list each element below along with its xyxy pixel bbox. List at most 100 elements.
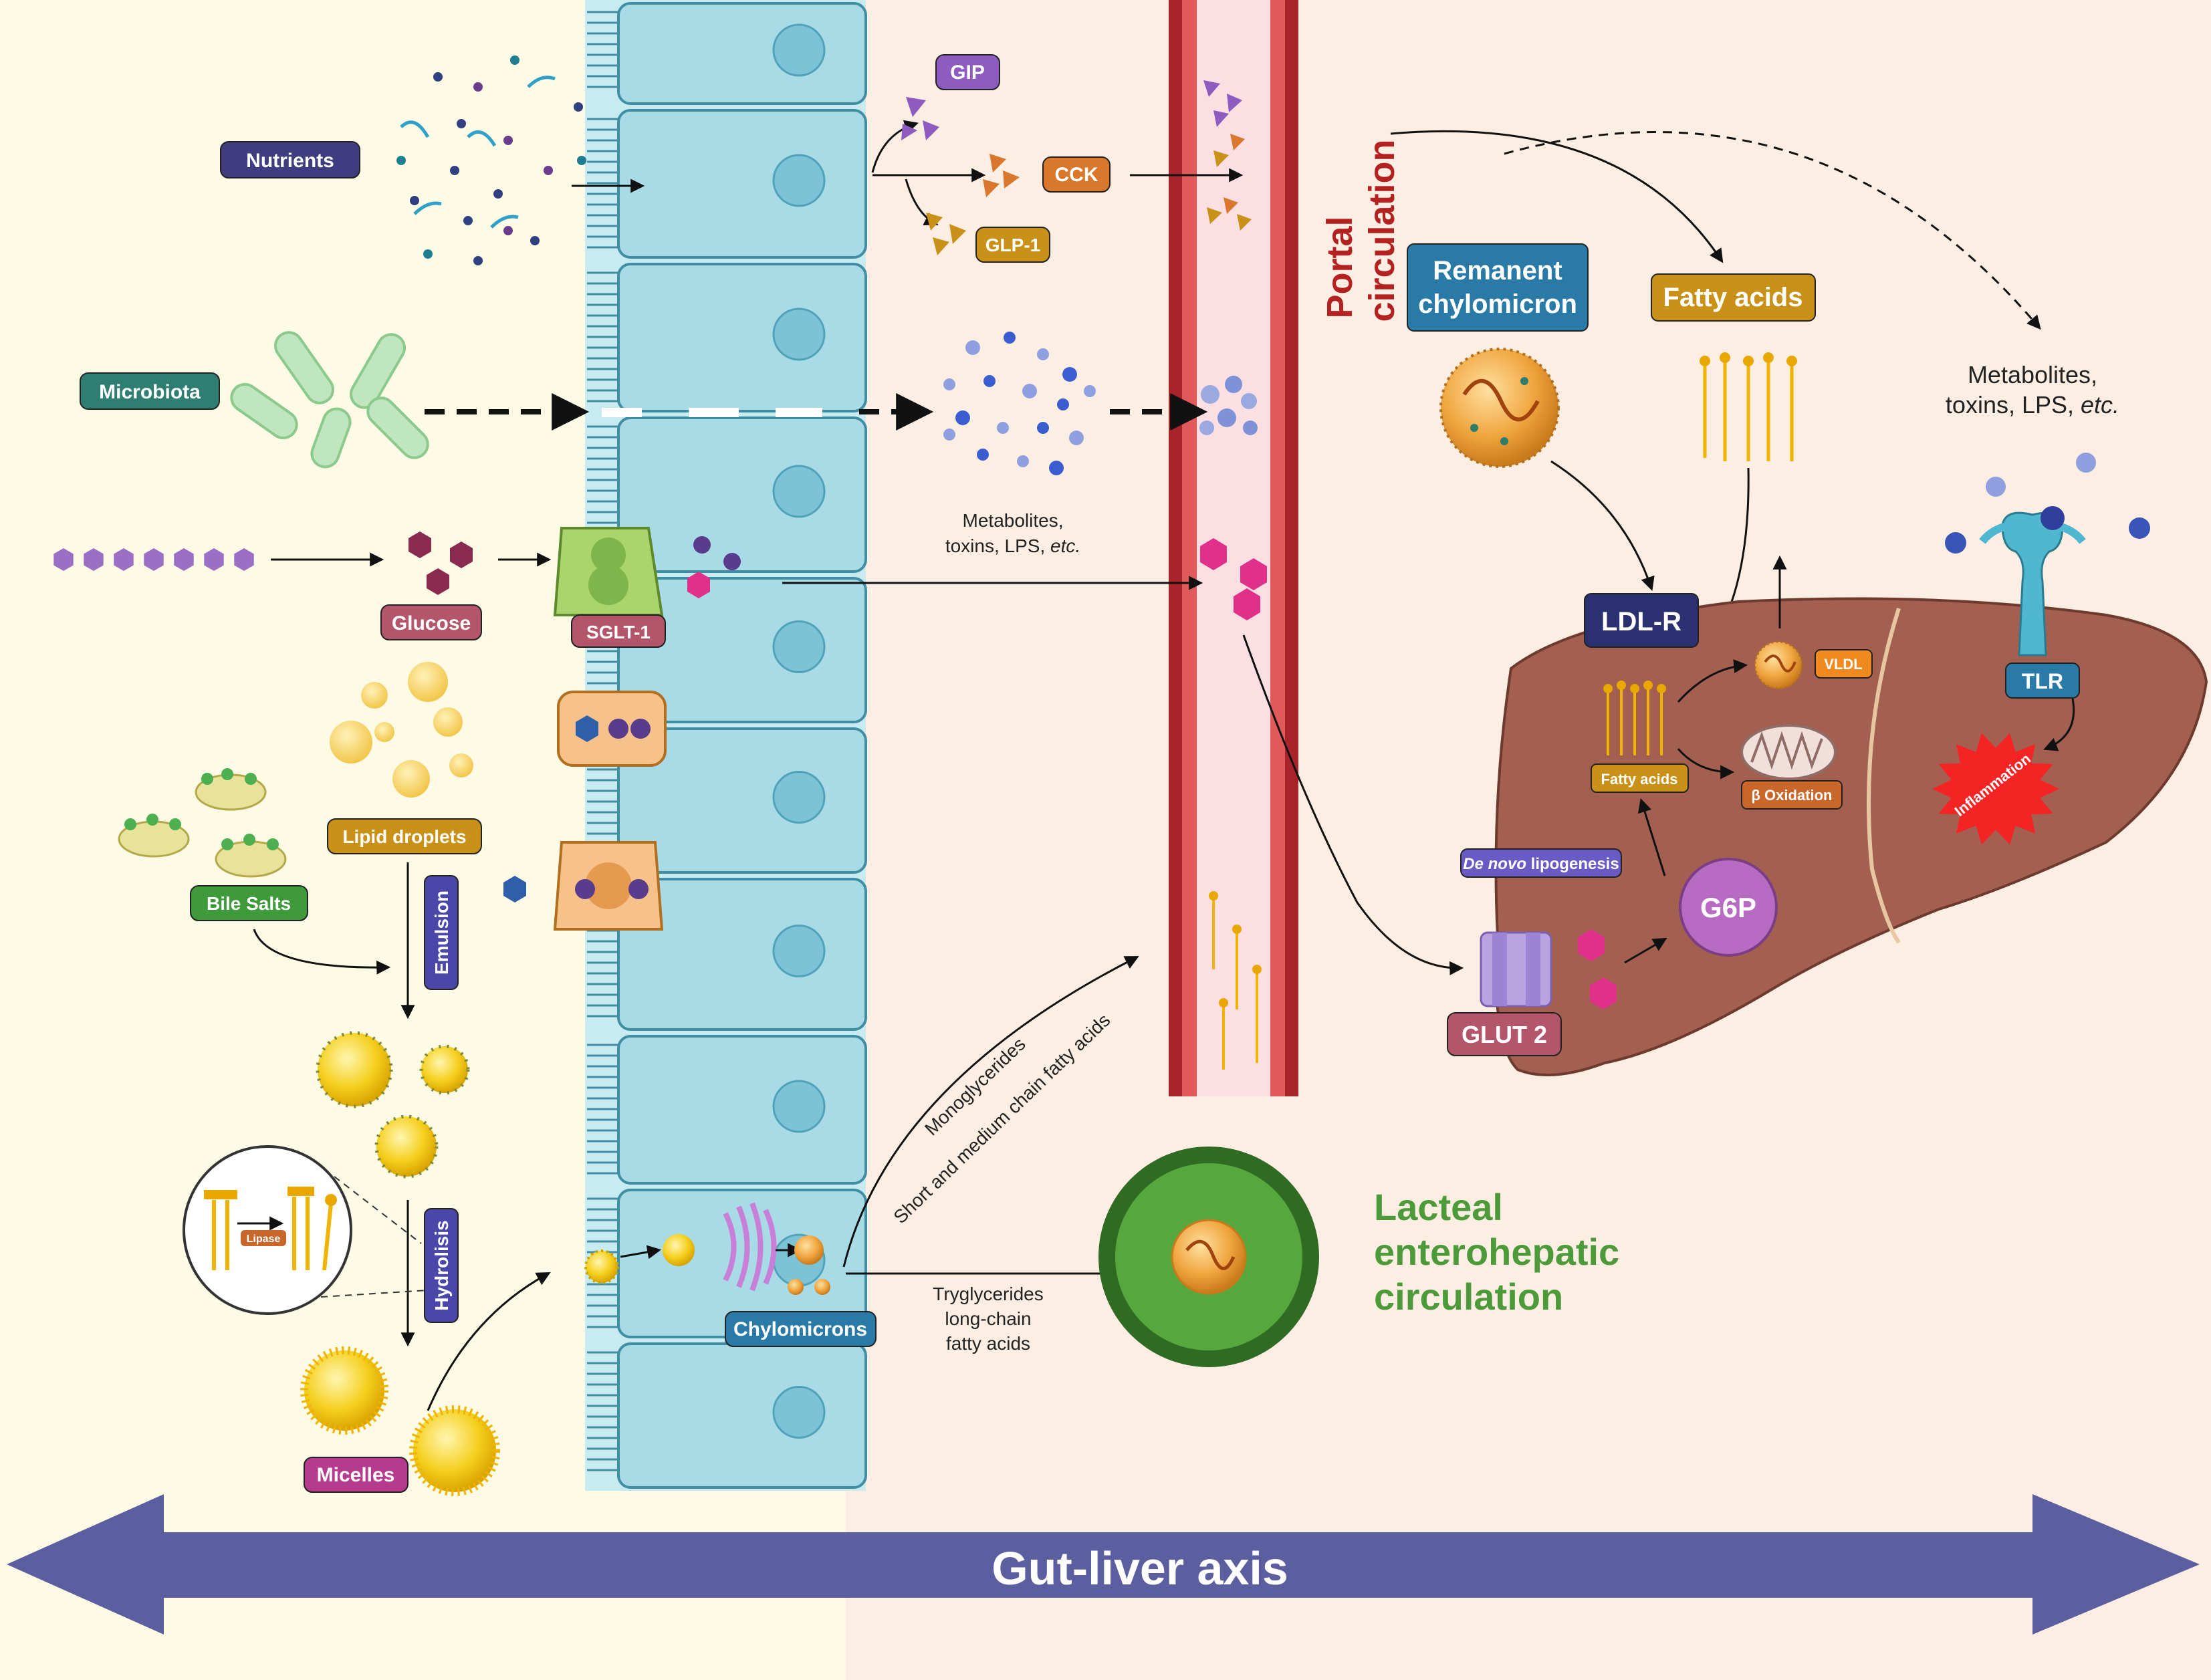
enterocyte <box>617 2 867 105</box>
metabolite-particle <box>983 375 996 387</box>
sugar-unit <box>114 548 134 571</box>
sugar-unit <box>234 548 254 571</box>
enterocyte-nucleus <box>772 465 826 518</box>
lacteal-line1: Lacteal <box>1374 1186 1503 1228</box>
nutrients-tag: Nutrients <box>220 141 360 178</box>
enterocyte-nucleus <box>772 1386 826 1439</box>
metabolite-particle <box>1004 332 1016 344</box>
metabolites-mid-text: Metabolites, <box>963 510 1064 531</box>
nutrient-particle <box>473 256 483 265</box>
metabolite-particles-mid <box>943 332 1096 475</box>
enterocyte-nucleus <box>772 925 826 977</box>
microbiota-label: Microbiota <box>99 381 201 403</box>
metabolite-particle <box>1037 422 1049 434</box>
remnant-chylomicron <box>1439 348 1560 468</box>
sugar-unit <box>174 548 194 571</box>
sglt1-tag: SGLT-1 <box>571 614 666 648</box>
g6p-label: G6P <box>1700 892 1756 923</box>
enterocyte <box>617 1035 867 1185</box>
nutrient-particle <box>433 72 443 82</box>
bile-salts-label: Bile Salts <box>207 893 291 914</box>
liver-fatty-acids <box>1603 681 1666 755</box>
tlr-to-inflammation-arrow <box>2043 698 2075 751</box>
tryglycerides-line3: fatty acids <box>946 1333 1030 1354</box>
remnant-to-ldlr-arrow <box>1550 460 1655 591</box>
enterocyte-nucleus <box>772 23 826 77</box>
microbiota-tag: Microbiota <box>80 372 220 410</box>
bile-arrow <box>253 929 391 975</box>
nutrient-particle <box>577 156 586 165</box>
de-novo-text: De novo lipogenesis <box>1463 855 1619 873</box>
metabolite-particle <box>1049 461 1064 475</box>
portal-to-fatty-acids-arrow <box>1390 130 1724 263</box>
enterocyte <box>617 109 867 259</box>
enterocyte-nucleus <box>772 620 826 673</box>
blood-glucose <box>1200 538 1267 620</box>
emulsified-droplets <box>316 1031 470 1179</box>
nutrient-particle <box>574 102 583 112</box>
lipase-label: Lipase <box>247 1233 281 1245</box>
nutrient-particle <box>544 166 553 175</box>
chylomicrons-label: Chylomicrons <box>733 1318 867 1340</box>
sugar-unit <box>204 548 224 571</box>
nutrient-particle <box>493 189 503 199</box>
chylomicrons-tag: Chylomicrons <box>725 1311 877 1347</box>
metabolite-particle <box>965 340 980 355</box>
metabolite-particle <box>977 449 989 461</box>
metabolite-particle <box>1057 398 1069 410</box>
nutrient-particle <box>503 226 513 235</box>
tlr-label: TLR <box>2022 669 2063 693</box>
sugar-unit <box>53 548 74 571</box>
lipid-droplets-tag: Lipid droplets <box>327 818 482 854</box>
enterocyte-nucleus <box>772 154 826 207</box>
fa-to-oxidation-arrow <box>1677 748 1735 779</box>
micelles-label: Micelles <box>317 1464 395 1486</box>
enterocyte-nucleus <box>772 308 826 361</box>
ldlr-label: LDL-R <box>1601 607 1681 636</box>
fa-to-vldl-arrow <box>1677 659 1748 703</box>
g6p-to-fa-arrow <box>1637 798 1666 876</box>
metabolites-right-line2b: etc. <box>2081 391 2119 418</box>
nutrient-squiggle <box>490 215 519 229</box>
nutrient-particle <box>457 119 466 128</box>
enterocyte <box>617 416 867 573</box>
lacteal-line2: enterohepatic <box>1374 1231 1619 1273</box>
nutrients-label: Nutrients <box>246 150 334 172</box>
blood-to-glut2-arrow <box>1242 634 1464 975</box>
metabolite-particle <box>1037 348 1049 360</box>
tlr-tag: TLR <box>2005 663 2080 699</box>
transporter-orange-2 <box>503 841 664 931</box>
polysaccharide-chain <box>53 548 254 571</box>
glucose-label: Glucose <box>392 612 471 634</box>
glucose-to-g6p-arrow <box>1624 937 1667 964</box>
nutrient-particle <box>530 236 540 245</box>
nutrient-particles <box>396 55 586 265</box>
metabolites-right-line2a: toxins, LPS, <box>1946 391 2081 418</box>
tryglycerides-line2: long-chain <box>945 1308 1031 1329</box>
tlr-receptor <box>1945 453 2150 656</box>
remnant-chylomicron-tag: Remanent chylomicron <box>1407 243 1589 332</box>
nutrient-squiggle <box>413 201 442 215</box>
metabolites-mid-line2b: etc. <box>1050 535 1080 556</box>
sglt1-label: SGLT-1 <box>586 622 651 642</box>
axis-label: Gut-liver axis <box>992 1542 1288 1594</box>
metabolite-particle <box>1062 367 1077 382</box>
enterocyte <box>617 1342 867 1489</box>
bile-salts <box>118 768 287 878</box>
de-novo-italic: De novo <box>1463 855 1526 873</box>
ldlr-tag: LDL-R <box>1584 593 1699 648</box>
blood-metabolites <box>1199 376 1258 435</box>
gip-label: GIP <box>950 62 985 84</box>
metabolites-right-line1: Metabolites, <box>1968 361 2097 388</box>
hormone-arrow-gip <box>871 120 919 173</box>
hydrolisis-tag: Hydrolisis <box>424 1208 459 1323</box>
nutrient-squiggle <box>527 76 556 88</box>
lipid-droplets-label: Lipid droplets <box>342 826 466 847</box>
metabolite-particle <box>997 422 1009 434</box>
vldl-particle <box>1754 640 1803 690</box>
inflammation-burst: Inflammation <box>1932 733 2059 845</box>
liver-glucose <box>1578 929 1617 1009</box>
emulsion-tag: Emulsion <box>424 875 459 990</box>
